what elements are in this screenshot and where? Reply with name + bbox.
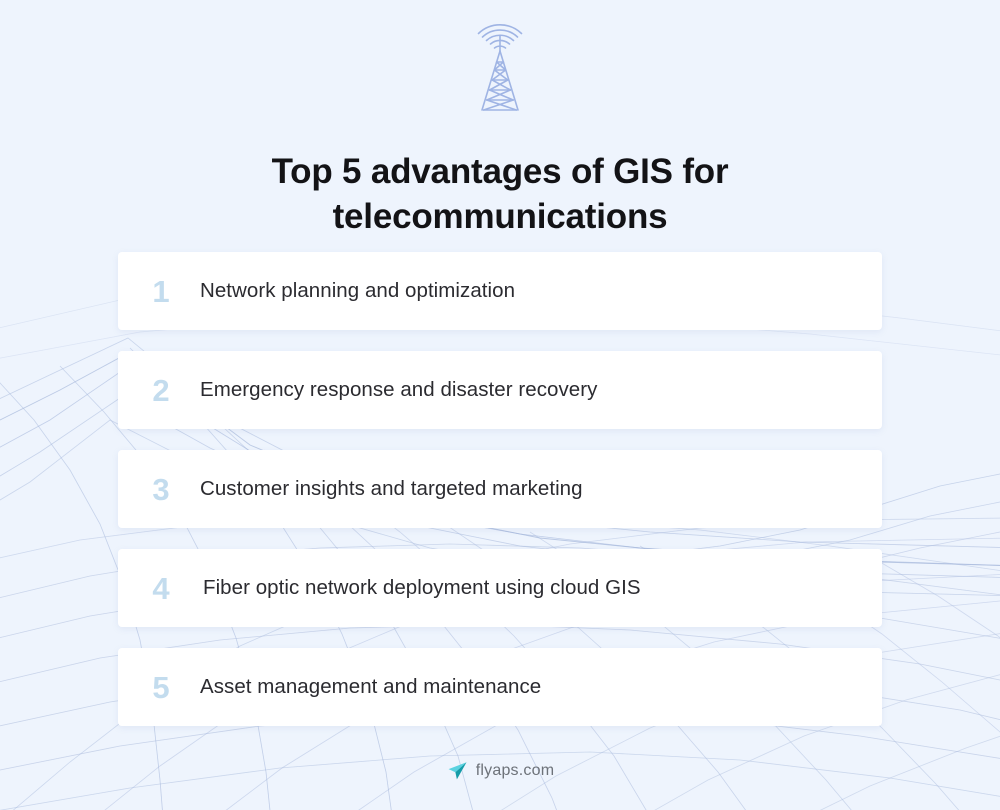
- list-item-label: Asset management and maintenance: [200, 675, 542, 698]
- list-item-label: Network planning and optimization: [200, 279, 516, 302]
- page-title: Top 5 advantages of GIS for telecommunic…: [140, 149, 860, 239]
- flyaps-arrow-logo: [448, 762, 467, 780]
- telecom-tower-icon: [477, 24, 523, 111]
- list-item[interactable]: 4 Fiber optic network deployment using c…: [118, 549, 882, 627]
- list-item-label: Emergency response and disaster recovery: [200, 378, 598, 401]
- list-item[interactable]: 1 Network planning and optimization: [118, 252, 882, 330]
- footer-brand-text: flyaps.com: [475, 762, 555, 779]
- list-item-number: 2: [152, 372, 170, 408]
- list-item-number: 3: [152, 471, 170, 507]
- header-icon-container: [0, 18, 1000, 119]
- list-item[interactable]: 2 Emergency response and disaster recove…: [118, 351, 882, 429]
- list-item-number: 5: [152, 669, 170, 705]
- advantages-list: 1 Network planning and optimization 2 Em…: [118, 252, 882, 726]
- page-title-line-2: telecommunications: [332, 197, 668, 237]
- footer-branding[interactable]: flyaps.com: [0, 760, 1000, 782]
- list-item[interactable]: 3 Customer insights and targeted marketi…: [118, 450, 882, 528]
- list-item-number: 4: [152, 570, 170, 606]
- list-item-label: Fiber optic network deployment using clo…: [203, 576, 641, 599]
- list-item[interactable]: 5 Asset management and maintenance: [118, 648, 882, 726]
- list-item-label: Customer insights and targeted marketing: [200, 477, 583, 500]
- list-item-number: 1: [152, 273, 170, 309]
- page-title-line-1: Top 5 advantages of GIS for: [271, 152, 729, 192]
